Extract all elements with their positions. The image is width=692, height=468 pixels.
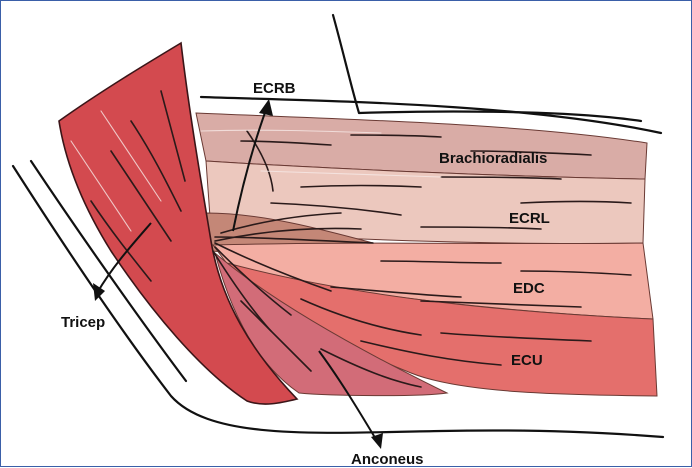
label-anconeus: Anconeus <box>351 451 424 468</box>
arm-top-outline <box>333 15 641 121</box>
label-ecrb: ECRB <box>253 80 296 97</box>
label-brachioradialis: Brachioradialis <box>439 150 547 167</box>
label-edc: EDC <box>513 280 545 297</box>
label-ecrl: ECRL <box>509 210 550 227</box>
label-ecu: ECU <box>511 352 543 369</box>
label-tricep: Tricep <box>61 314 105 331</box>
